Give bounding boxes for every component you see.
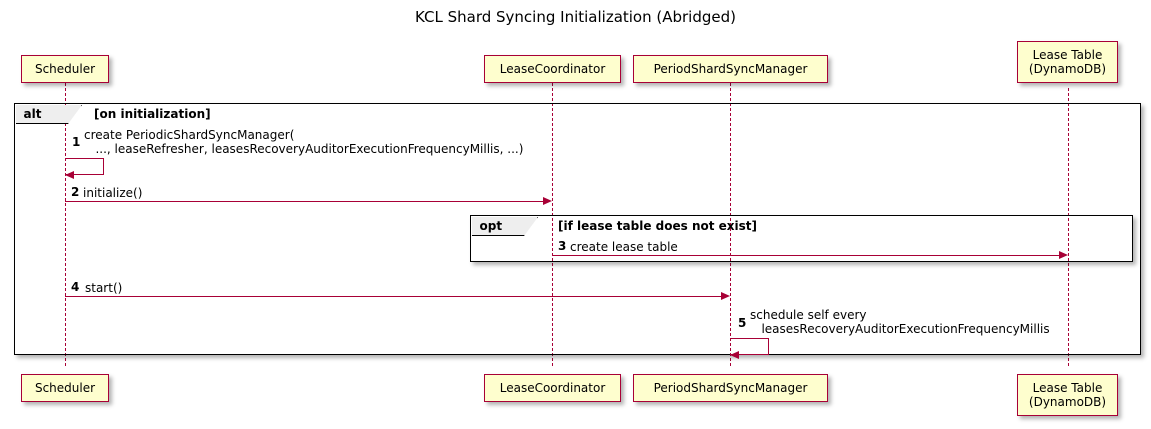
message-5-sequence: 5 (738, 316, 747, 330)
message-4-label: start() (85, 281, 123, 295)
lifeline-scheduler (65, 83, 66, 366)
participant-lease-table-top[interactable]: Lease Table (DynamoDB) (1017, 41, 1118, 83)
alt-frame-operator: alt (15, 104, 82, 124)
message-2-sequence: 2 (71, 185, 80, 199)
message-1-arrowhead (65, 170, 74, 179)
message-2-label: initialize() (83, 186, 143, 200)
message-2-line (65, 201, 545, 202)
message-4-sequence: 4 (71, 280, 80, 294)
participant-lease-coordinator-bottom[interactable]: LeaseCoordinator (484, 374, 621, 402)
participant-lease-table-bottom[interactable]: Lease Table (DynamoDB) (1017, 374, 1118, 416)
message-1-label: create PeriodicShardSyncManager( ..., le… (84, 128, 524, 156)
message-4-line (65, 296, 723, 297)
opt-frame-operator: opt (471, 216, 538, 236)
alt-frame-guard: [on initialization] (94, 107, 211, 121)
message-2-arrowhead (543, 197, 552, 205)
message-5-self-arrow (730, 338, 769, 355)
message-5-arrowhead (730, 350, 739, 359)
message-4-arrowhead (721, 292, 730, 300)
message-3-arrowhead (1059, 251, 1068, 259)
alt-frame (14, 103, 1141, 355)
opt-frame-guard: [if lease table does not exist] (558, 219, 758, 233)
message-3-label: create lease table (570, 240, 678, 254)
message-3-sequence: 3 (558, 239, 567, 253)
message-3-line (552, 255, 1060, 256)
message-1-sequence: 1 (72, 135, 81, 149)
message-1-self-arrow (65, 158, 104, 175)
participant-scheduler-top[interactable]: Scheduler (21, 55, 109, 83)
message-5-label: schedule self every leasesRecoveryAudito… (750, 308, 1050, 336)
participant-period-shard-sync-manager-bottom[interactable]: PeriodShardSyncManager (633, 374, 828, 402)
diagram-title: KCL Shard Syncing Initialization (Abridg… (415, 8, 736, 26)
opt-frame (470, 215, 1133, 262)
participant-scheduler-bottom[interactable]: Scheduler (21, 374, 109, 402)
participant-lease-coordinator-top[interactable]: LeaseCoordinator (484, 55, 621, 83)
lifeline-period-shard-sync-manager (730, 83, 731, 366)
participant-period-shard-sync-manager-top[interactable]: PeriodShardSyncManager (633, 55, 828, 83)
lifeline-lease-coordinator (552, 83, 553, 366)
lifeline-lease-table (1068, 88, 1069, 366)
